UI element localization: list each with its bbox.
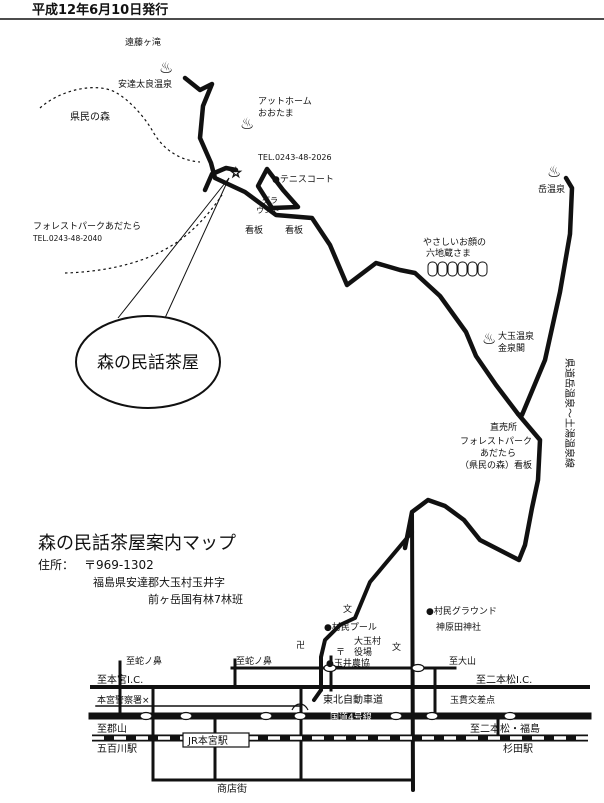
fp-sign-label-1: フォレストパーク bbox=[460, 436, 532, 447]
lower-roads bbox=[312, 510, 415, 792]
kenmin-forest-label: 県民の森 bbox=[70, 110, 110, 123]
adachitara-onsen-label: 安達太良温泉 bbox=[118, 78, 172, 90]
jizo-label-2: 六地蔵さま bbox=[426, 247, 471, 259]
village-office-label-2: 役場 bbox=[354, 646, 372, 658]
onsen-icons: ♨ ♨ ♨ ♨ bbox=[159, 58, 561, 348]
jr-motomiya-station-label: JR本宮駅 bbox=[187, 734, 228, 747]
address-line-2: 前ヶ岳国有林7林班 bbox=[148, 592, 243, 606]
village-pool-label: ●村民プール bbox=[324, 621, 377, 633]
star-icon: ☆ bbox=[230, 166, 242, 181]
address-postal: 〒969-1302 bbox=[84, 558, 154, 572]
dotted-boundaries bbox=[39, 87, 223, 274]
to-oyama-label: 至大山 bbox=[449, 655, 476, 667]
motomiya-police-label: 本宮警察署× bbox=[97, 694, 150, 706]
direct-sales-label: 直売所 bbox=[490, 421, 517, 433]
sugita-station-label: 杉田駅 bbox=[503, 742, 533, 755]
to-koriyama-label: 至郡山 bbox=[97, 723, 127, 735]
ground-label-1: グラ bbox=[262, 195, 278, 205]
address-line-1: 福島県安達郡大玉村玉井字 bbox=[93, 575, 225, 589]
forest-park-label: フォレストパークあだたら bbox=[33, 221, 141, 232]
onsen-icon: ♨ bbox=[482, 329, 496, 348]
school-label-2: 文 bbox=[392, 641, 401, 653]
shopping-street-label: 商店街 bbox=[217, 782, 247, 795]
odama-onsen-label-1: 大玉温泉 bbox=[498, 330, 534, 342]
gohyakugawa-station-label: 五百川駅 bbox=[97, 743, 137, 755]
fp-sign-label-3: （県民の森）看板 bbox=[460, 459, 532, 471]
at-home-label-2: おおたま bbox=[258, 108, 294, 119]
to-jyanohana-right: 至蛇ノ鼻 bbox=[236, 655, 272, 667]
tamanoi-cross-label: 玉貫交差点 bbox=[450, 694, 495, 706]
dake-onsen-label: 岳温泉 bbox=[538, 183, 565, 195]
temple-icon: 卍 bbox=[296, 640, 305, 651]
to-jyanohana-left: 至蛇ノ鼻 bbox=[126, 655, 162, 667]
onsen-icon: ♨ bbox=[240, 114, 254, 133]
sign-left-label: 看板 bbox=[245, 224, 263, 236]
callout: 森の民話茶屋 bbox=[75, 177, 230, 409]
to-nihonmatsu-fukushima-label: 至二本松・福島 bbox=[470, 722, 540, 735]
onsen-icon: ♨ bbox=[547, 162, 561, 181]
tel-top-label: TEL.0243-48-2026 bbox=[257, 153, 332, 162]
post-office-icon: 〒 bbox=[336, 648, 345, 658]
callout-label: 森の民話茶屋 bbox=[97, 353, 199, 373]
fp-sign-label-2: あだたら bbox=[480, 448, 516, 459]
mountain-road bbox=[182, 75, 575, 563]
jizo-label-1: やさしいお顔の bbox=[423, 236, 486, 248]
jizo-statues-icon bbox=[427, 261, 488, 277]
sign-right-label: 看板 bbox=[285, 224, 303, 236]
village-office-label-1: 大玉村 bbox=[354, 635, 381, 647]
prefectural-route-label: 県道岳温泉〜土湯温泉線 bbox=[563, 358, 576, 468]
tennis-court-label: ●テニスコート bbox=[272, 174, 334, 185]
shrine-label: 神原田神社 bbox=[436, 621, 481, 633]
waterfall-label: 遠藤ヶ滝 bbox=[125, 36, 161, 48]
jr-station-box bbox=[182, 732, 250, 748]
school-label-1: 文 bbox=[343, 603, 352, 615]
ground-label-2: ウンド bbox=[256, 206, 280, 215]
to-nihonmatsu-ic-label: 至二本松I.C. bbox=[476, 673, 532, 686]
onsen-icon: ♨ bbox=[159, 58, 173, 77]
forest-park-tel-label: TEL.0243-48-2040 bbox=[32, 234, 102, 243]
tamai-label: ●玉井農協 bbox=[326, 657, 370, 669]
address-label: 住所： bbox=[38, 558, 74, 572]
at-home-label-1: アットホーム bbox=[258, 96, 312, 107]
star-icons: ☆ bbox=[230, 166, 243, 182]
odama-onsen-label-2: 金泉閣 bbox=[498, 342, 525, 354]
tohoku-expressway-label: 東北自動車道 bbox=[323, 693, 383, 706]
issue-date: 平成12年6月10日発行 bbox=[32, 2, 168, 18]
route4-label: 国道4号線 bbox=[330, 711, 372, 723]
interchanges bbox=[139, 663, 517, 721]
to-motomiya-ic-label: 至本宮I.C. bbox=[97, 673, 143, 686]
bridge-icon bbox=[291, 703, 309, 711]
map-title: 森の民話茶屋案内マップ bbox=[38, 533, 236, 554]
village-ground-label: ●村民グラウンド bbox=[426, 605, 497, 617]
